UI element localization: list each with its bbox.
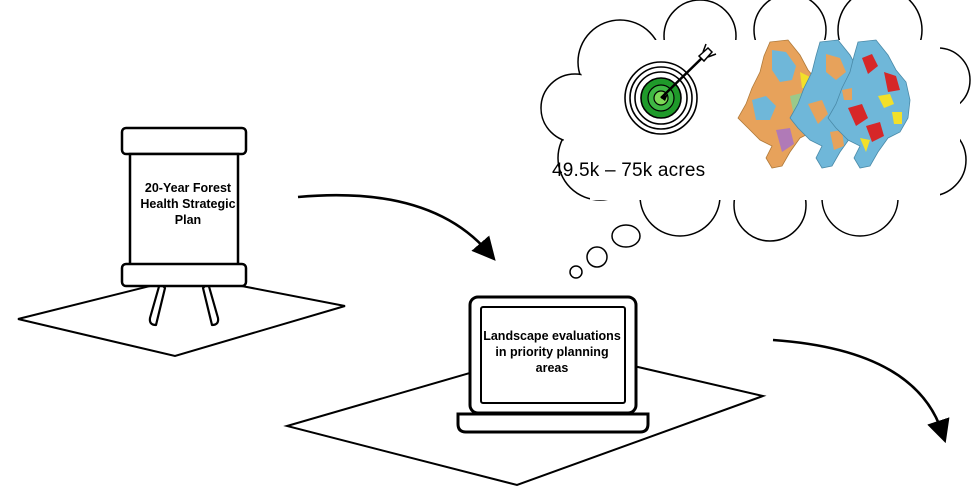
strategic-plan-label: 20-Year Forest Health Strategic Plan xyxy=(140,181,236,227)
laptop-screen xyxy=(480,306,626,404)
thought-bubble-dot-small xyxy=(569,265,583,279)
easel-leg-right xyxy=(201,281,220,327)
thought-bubble-dot-medium xyxy=(586,246,608,268)
easel-board xyxy=(128,152,240,268)
bullseye-with-arrow-icon xyxy=(624,43,717,135)
easel-bottom-bar xyxy=(120,262,248,288)
thought-bubble-dot-large xyxy=(611,224,641,248)
landscape-map-icon-3 xyxy=(827,39,911,169)
flow-arrow-1 xyxy=(297,193,496,261)
acres-range-label: 49.5k – 75k acres xyxy=(552,160,706,181)
easel-platform xyxy=(17,274,346,358)
flow-arrow-2 xyxy=(772,338,950,444)
landscape-evaluations-label: Landscape evaluations in priority planni… xyxy=(483,329,621,375)
easel-leg-left xyxy=(148,281,167,327)
easel-top-bar xyxy=(120,126,248,156)
laptop-base xyxy=(456,412,650,434)
